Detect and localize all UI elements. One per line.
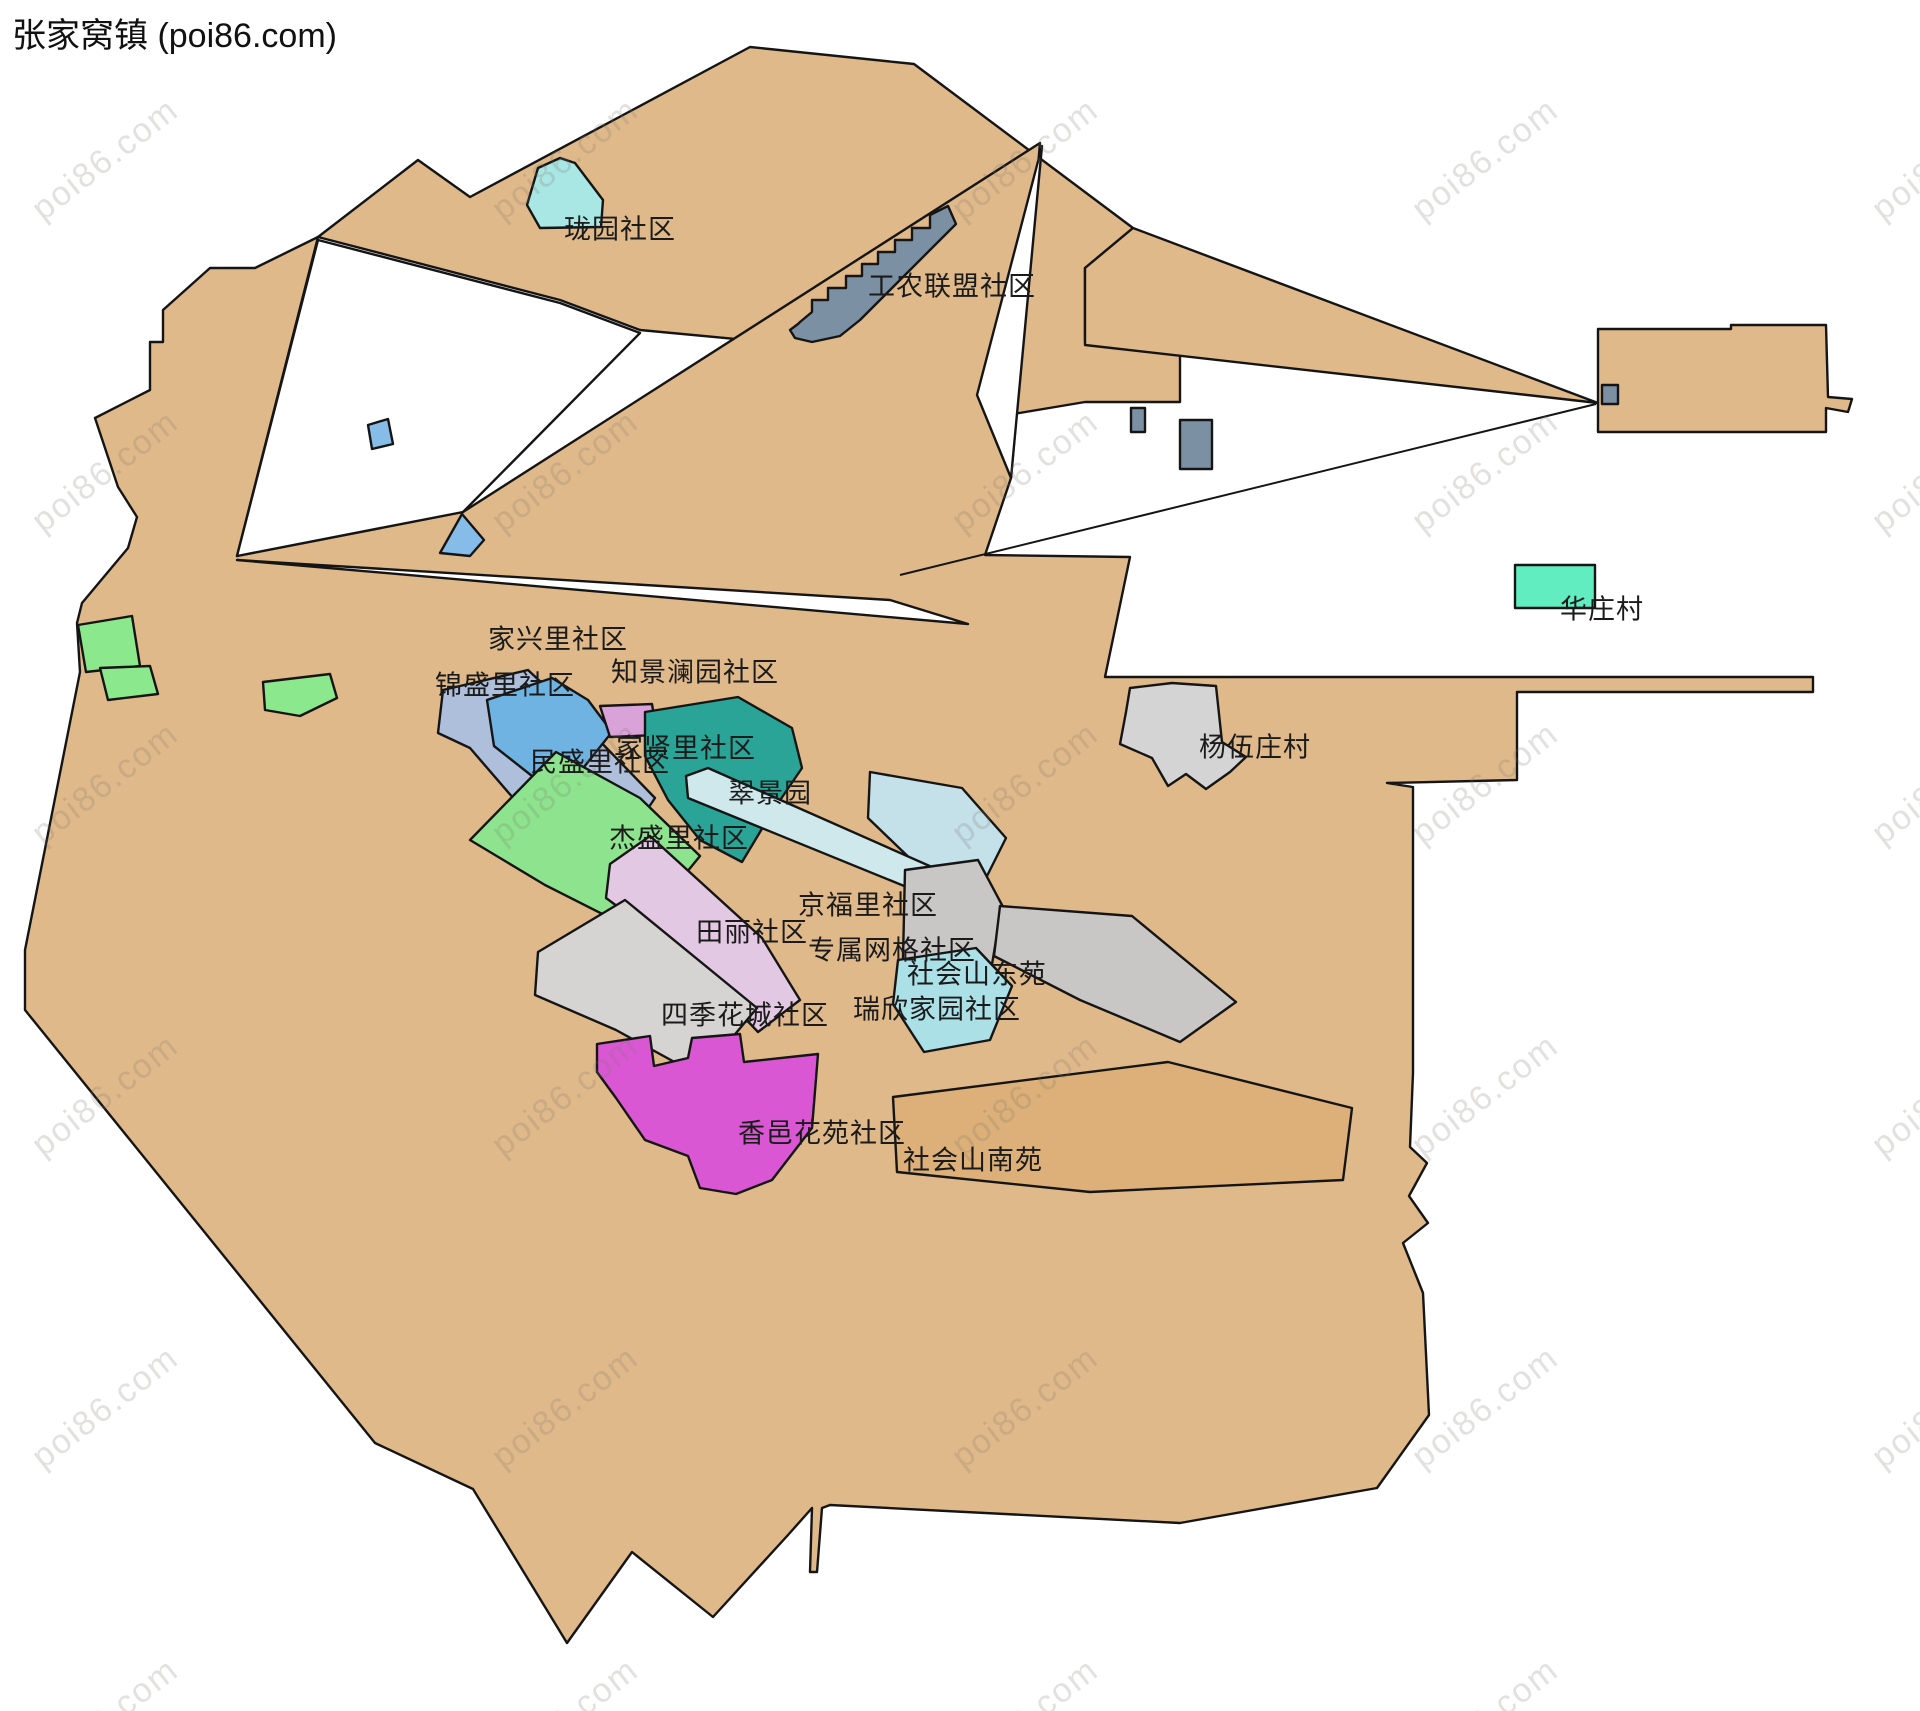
- region-label-shehuishandongyuan: 社会山东苑: [907, 959, 1047, 990]
- region-label-zhijinglanyuan: 知景澜园社区: [611, 657, 779, 688]
- blue-chip: [438, 512, 486, 558]
- white-sliver: [975, 144, 1044, 480]
- region-label-minshengli: 民盛里社区: [530, 747, 670, 778]
- slate-chip: [1178, 418, 1214, 471]
- region-label-jinshengli: 锦盛里社区: [435, 670, 575, 701]
- region-longyuan: [525, 156, 605, 230]
- region-label-gongnonglianmeng: 工农联盟社区: [868, 271, 1036, 302]
- slate-chip: [1129, 406, 1147, 434]
- region-label-jiaxianli: 家贤里社区: [616, 733, 756, 764]
- region-label-jiaxingli: 家兴里社区: [488, 624, 628, 655]
- region-label-ruixinjiayuan: 瑞欣家园社区: [853, 994, 1021, 1025]
- region-gongnonglianmeng: [788, 204, 958, 344]
- region-label-huazhuangcun: 华庄村: [1560, 594, 1644, 625]
- region-shehuishannanyuan: [891, 1060, 1354, 1194]
- region-label-longyuan: 珑园社区: [564, 214, 676, 245]
- boundary-line: [899, 403, 1597, 576]
- region-label-jieshengli: 杰盛里社区: [609, 823, 749, 854]
- page-title: 张家窝镇 (poi86.com): [12, 17, 337, 55]
- region-label-shehuishannanyuan: 社会山南苑: [903, 1145, 1043, 1176]
- region-ruixinjiayuan: [891, 946, 1014, 1054]
- land-northeast-parcel: [1596, 323, 1854, 434]
- region-label-sijihuacheng: 四季花城社区: [661, 1000, 829, 1031]
- region-label-yangwuzhuangcun: 杨伍庄村: [1199, 732, 1311, 763]
- white-hole-northwest: [235, 238, 642, 558]
- region-label-tianli: 田丽社区: [696, 917, 808, 948]
- region-label-zhuanshuwangge: 专属网格社区: [808, 935, 976, 966]
- region-huazhuangcun: [1513, 563, 1597, 610]
- blue-chip: [366, 417, 395, 451]
- region-shehuishandongyuan: [992, 904, 1238, 1044]
- slate-chip: [1600, 383, 1620, 406]
- green-chip: [261, 672, 339, 718]
- land-east-wedge: [1083, 226, 1600, 405]
- region-label-cuijingyuan: 翠景园: [728, 778, 812, 809]
- region-label-xiangyihuayuan: 香邑花苑社区: [738, 1118, 906, 1149]
- region-label-jingfuli: 京福里社区: [798, 890, 938, 921]
- region-xiangyihuayuan: [595, 1032, 820, 1196]
- green-chip: [76, 614, 142, 674]
- region-yangwuzhuangcun: [1118, 681, 1248, 791]
- region-jiaxianli: [485, 676, 614, 778]
- white-wedge-thin: [235, 558, 970, 626]
- green-chip: [98, 664, 160, 702]
